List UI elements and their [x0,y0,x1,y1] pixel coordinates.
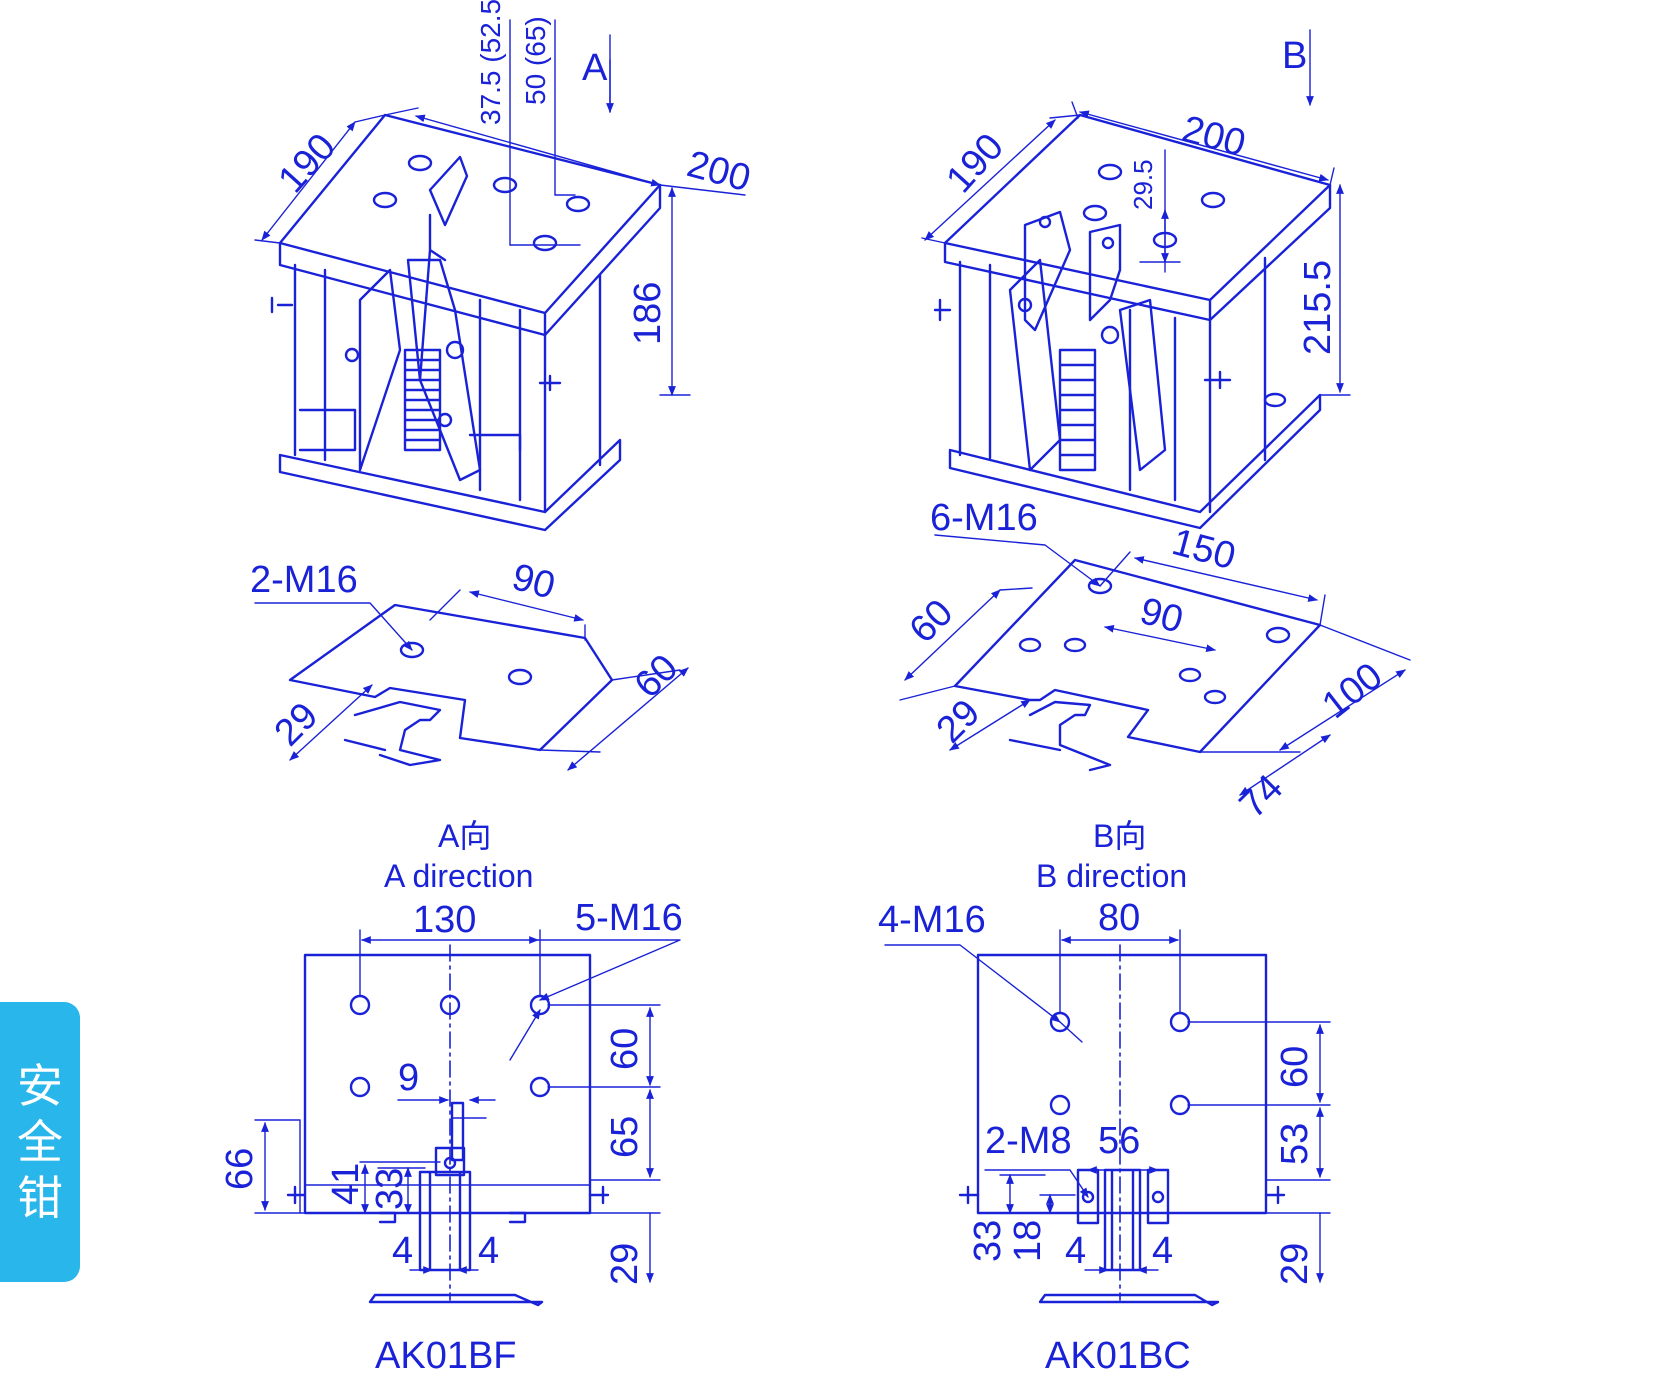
dim-90-a: 90 [508,556,560,608]
plate-view-a [288,603,614,767]
dim-200-b: 200 [1178,108,1250,165]
dim-375-525: 37.5 (52.5) [475,0,506,125]
dim-4-bc-left: 4 [1065,1230,1086,1272]
dim-130: 130 [413,899,476,941]
dim-60-a: 60 [627,647,687,707]
callout-4-m16: 4-M16 [878,899,986,941]
dim-2155: 215.5 [1297,260,1339,355]
dims-front-bf [254,929,681,1283]
model-ak01bf: AK01BF [375,1335,517,1377]
dims-iso-b [921,29,1351,396]
caption-b-en: B direction [1036,858,1187,894]
dims-plate-a [254,589,689,771]
arrow-label-a: A [582,47,608,89]
dim-190-a: 190 [270,126,344,201]
dim-60-b: 60 [902,592,962,652]
dims-iso-a [254,19,746,396]
dim-80: 80 [1098,897,1140,939]
isometric-view-a [270,113,662,532]
dims-plate-b [899,534,1411,796]
plate-outline-a [288,603,614,752]
dim-29-bc: 29 [1274,1243,1316,1285]
front-view-ak01bf [286,944,610,1307]
plate-view-b [953,558,1322,772]
dim-29-b: 29 [929,692,989,752]
arrow-label-b: B [1282,35,1307,77]
dim-50-65: 50 (65) [520,16,551,105]
dim-41: 41 [325,1163,367,1205]
dim-60-bf: 60 [604,1028,646,1070]
dim-66: 66 [219,1148,261,1190]
dim-295: 29.5 [1128,159,1158,210]
dim-60-bc: 60 [1274,1046,1316,1088]
dim-200-a: 200 [683,143,755,200]
dims-front-bc [884,929,1331,1283]
callout-2-m16: 2-M16 [250,559,358,601]
model-ak01bc: AK01BC [1045,1335,1191,1377]
dim-74: 74 [1232,767,1292,827]
dim-4-bf-right: 4 [478,1230,499,1272]
dim-29-a: 29 [267,695,327,755]
caption-a-cn: A向 [438,818,491,854]
dim-33-bc: 33 [967,1220,1009,1262]
dim-29-bf: 29 [604,1243,646,1285]
caption-b-cn: B向 [1093,818,1146,854]
callout-6-m16: 6-M16 [930,497,1038,539]
dim-150: 150 [1168,521,1240,578]
dim-53: 53 [1274,1123,1316,1165]
dim-65-bf: 65 [604,1116,646,1158]
dim-100: 100 [1315,655,1391,727]
side-tab: 安全钳 [0,1002,80,1282]
base-plate-b [948,393,1322,530]
dim-186: 186 [627,282,669,345]
callout-2-m8: 2-M8 [985,1120,1072,1162]
caption-a-en: A direction [384,858,533,894]
dim-18: 18 [1007,1220,1049,1262]
side-tab-label: 安全钳 [17,1059,63,1225]
callout-5-m16: 5-M16 [575,897,683,939]
dim-9: 9 [398,1057,419,1099]
dim-90-b: 90 [1136,590,1188,642]
dim-4-bc-right: 4 [1152,1230,1173,1272]
dim-4-bf-left: 4 [392,1230,413,1272]
dim-33-bf: 33 [369,1168,411,1210]
dim-56: 56 [1098,1120,1140,1162]
